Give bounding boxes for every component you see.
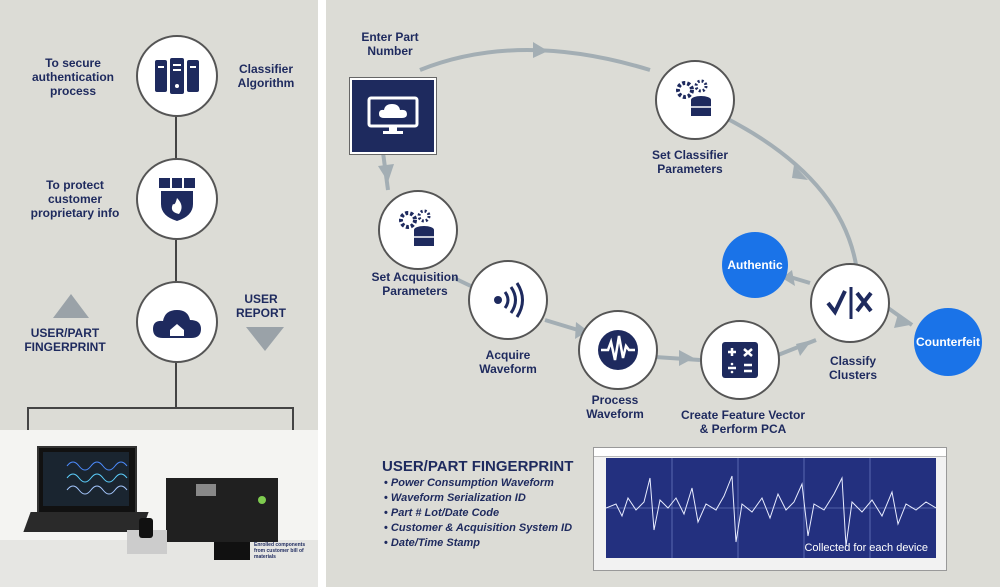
- classify-circle: [810, 263, 890, 343]
- enrolled-label: Enrolled components from customer bill o…: [254, 542, 306, 560]
- calculator-icon: [722, 342, 758, 378]
- list-item: Customer & Acquisition System ID: [384, 521, 572, 536]
- down-triangle-icon: [246, 327, 284, 351]
- enter-part-box: [350, 78, 436, 154]
- report-label: USER REPORT: [235, 292, 286, 320]
- set-acquisition-label: Set Acquisition Parameters: [371, 270, 459, 298]
- waveform-caption: Collected for each device: [804, 542, 928, 554]
- cloud-icon: [153, 310, 201, 338]
- enter-part-label: Enter Part Number: [361, 30, 419, 58]
- list-item: Date/Time Stamp: [384, 536, 572, 551]
- fingerprint-title: USER/PART FINGERPRINT: [382, 458, 574, 475]
- gears-database-icon: [399, 209, 434, 246]
- acquire-label: Acquire Waveform: [479, 348, 537, 376]
- list-item: Waveform Serialization ID: [384, 491, 572, 506]
- set-classifier-circle: [655, 60, 735, 140]
- acquire-circle: [468, 260, 548, 340]
- up-triangle-icon: [53, 294, 89, 318]
- protect-label: To protect customer proprietary info: [30, 178, 120, 220]
- cloud-circle: [136, 281, 218, 363]
- process-label: Process Waveform: [586, 393, 644, 421]
- classifier-label: Classifier Algorithm: [237, 62, 295, 90]
- secure-label: To secure authentication process: [31, 56, 114, 98]
- counterfeit-node: Counterfeit: [914, 308, 982, 376]
- check-x-icon: [826, 287, 873, 319]
- fingerprint-list: Power Consumption Waveform Waveform Seri…: [384, 476, 572, 551]
- server-icon: [155, 58, 199, 94]
- socket-board: [127, 518, 167, 554]
- feature-label: Create Feature Vector & Perform PCA: [680, 408, 806, 436]
- fingerprint-label: USER/PART FINGERPRINT: [24, 326, 106, 354]
- process-circle: [578, 310, 658, 390]
- classify-label: Classify Clusters: [828, 354, 878, 382]
- waveform-window: Collected for each device: [593, 447, 947, 571]
- waveform-icon: [598, 330, 638, 370]
- equipment-photo: Enrolled components from customer bill o…: [0, 430, 318, 587]
- feature-circle: [700, 320, 780, 400]
- authentic-node: Authentic: [722, 232, 788, 298]
- laptop-screen: [37, 446, 137, 514]
- list-item: Part # Lot/Date Code: [384, 506, 572, 521]
- device-box: [166, 478, 278, 542]
- gears-database-icon: [676, 79, 711, 116]
- left-connectors: [27, 116, 294, 432]
- shield-circle: [136, 158, 218, 240]
- set-acquisition-circle: [378, 190, 458, 270]
- signal-waves-icon: [494, 282, 524, 318]
- component-tray: [214, 542, 250, 560]
- list-item: Power Consumption Waveform: [384, 476, 572, 491]
- set-classifier-label: Set Classifier Parameters: [651, 148, 729, 176]
- server-circle: [136, 35, 218, 117]
- firewall-shield-icon: [159, 178, 195, 221]
- waveform-plot: Collected for each device: [606, 458, 936, 558]
- monitor-cloud-icon: [367, 96, 419, 134]
